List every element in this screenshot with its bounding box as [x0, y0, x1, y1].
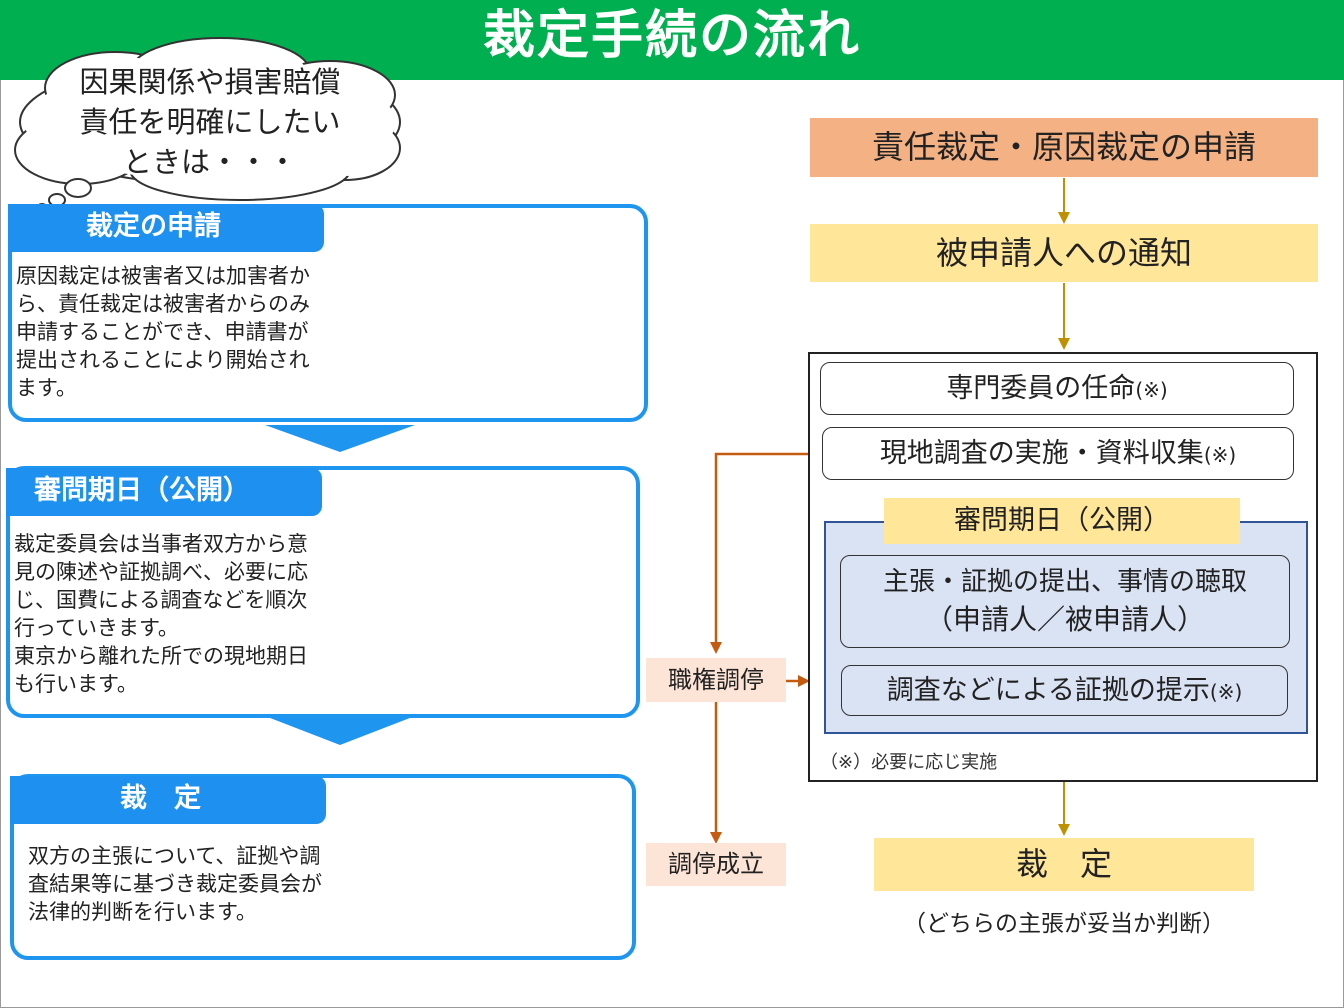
- notice-step: 被申請人への通知: [810, 224, 1318, 282]
- step-chevron-1: [265, 425, 415, 452]
- mediation-arrows: [710, 452, 810, 844]
- expert-appointment-mark: (※): [1135, 378, 1168, 402]
- evidence-presentation-mark: (※): [1209, 680, 1243, 704]
- decision-description: 双方の主張について、証拠や調 査結果等に基づき裁定委員会が 法律的判断を行います…: [28, 844, 322, 924]
- field-survey-mark: (※): [1203, 443, 1237, 467]
- expert-appointment-label: 専門委員の任命: [946, 373, 1136, 404]
- optional-note: （※）必要に応じ実施: [820, 752, 998, 773]
- expert-appointment-step: 専門委員の任命(※): [820, 362, 1294, 415]
- hearing-date-label: 審問期日（公開）: [884, 498, 1240, 544]
- proceedings-box: [808, 352, 1318, 782]
- decision-note: （どちらの主張が妥当か判断）: [903, 911, 1225, 937]
- application-step: 責任裁定・原因裁定の申請: [810, 118, 1318, 177]
- hearing-description: 裁定委員会は当事者双方から意 見の陳述や証拠調べ、必要に応 じ、国費による調査な…: [14, 532, 308, 696]
- claims-evidence-line1: 主張・証拠の提出、事情の聴取: [882, 567, 1247, 597]
- flow-arrows: [1058, 178, 1070, 836]
- hearing-tab: 審問期日（公開）: [6, 468, 322, 516]
- field-survey-step: 現地調査の実施・資料収集(※): [822, 427, 1294, 480]
- decision-tab: 裁 定: [10, 776, 326, 824]
- evidence-presentation-step: 調査などによる証拠の提示(※): [841, 665, 1288, 716]
- field-survey-label: 現地調査の実施・資料収集: [879, 438, 1204, 469]
- mediation-success-label: 調停成立: [646, 843, 786, 886]
- ex-officio-mediation-label: 職権調停: [646, 658, 786, 702]
- application-description: 原因裁定は被害者又は加害者か ら、責任裁定は被害者からのみ 申請することができ、…: [16, 264, 310, 400]
- step-chevron-2: [265, 716, 415, 745]
- application-tab: 裁定の申請: [8, 204, 324, 252]
- decision-step: 裁 定: [874, 838, 1254, 891]
- claims-evidence-step: 主張・証拠の提出、事情の聴取 （申請人／被申請人）: [840, 555, 1290, 648]
- cloud-text: 因果関係や損害賠償 責任を明確にしたい ときは・・・: [79, 65, 341, 179]
- claims-evidence-line2: （申請人／被申請人）: [924, 603, 1205, 636]
- evidence-presentation-label: 調査などによる証拠の提示: [886, 675, 1210, 706]
